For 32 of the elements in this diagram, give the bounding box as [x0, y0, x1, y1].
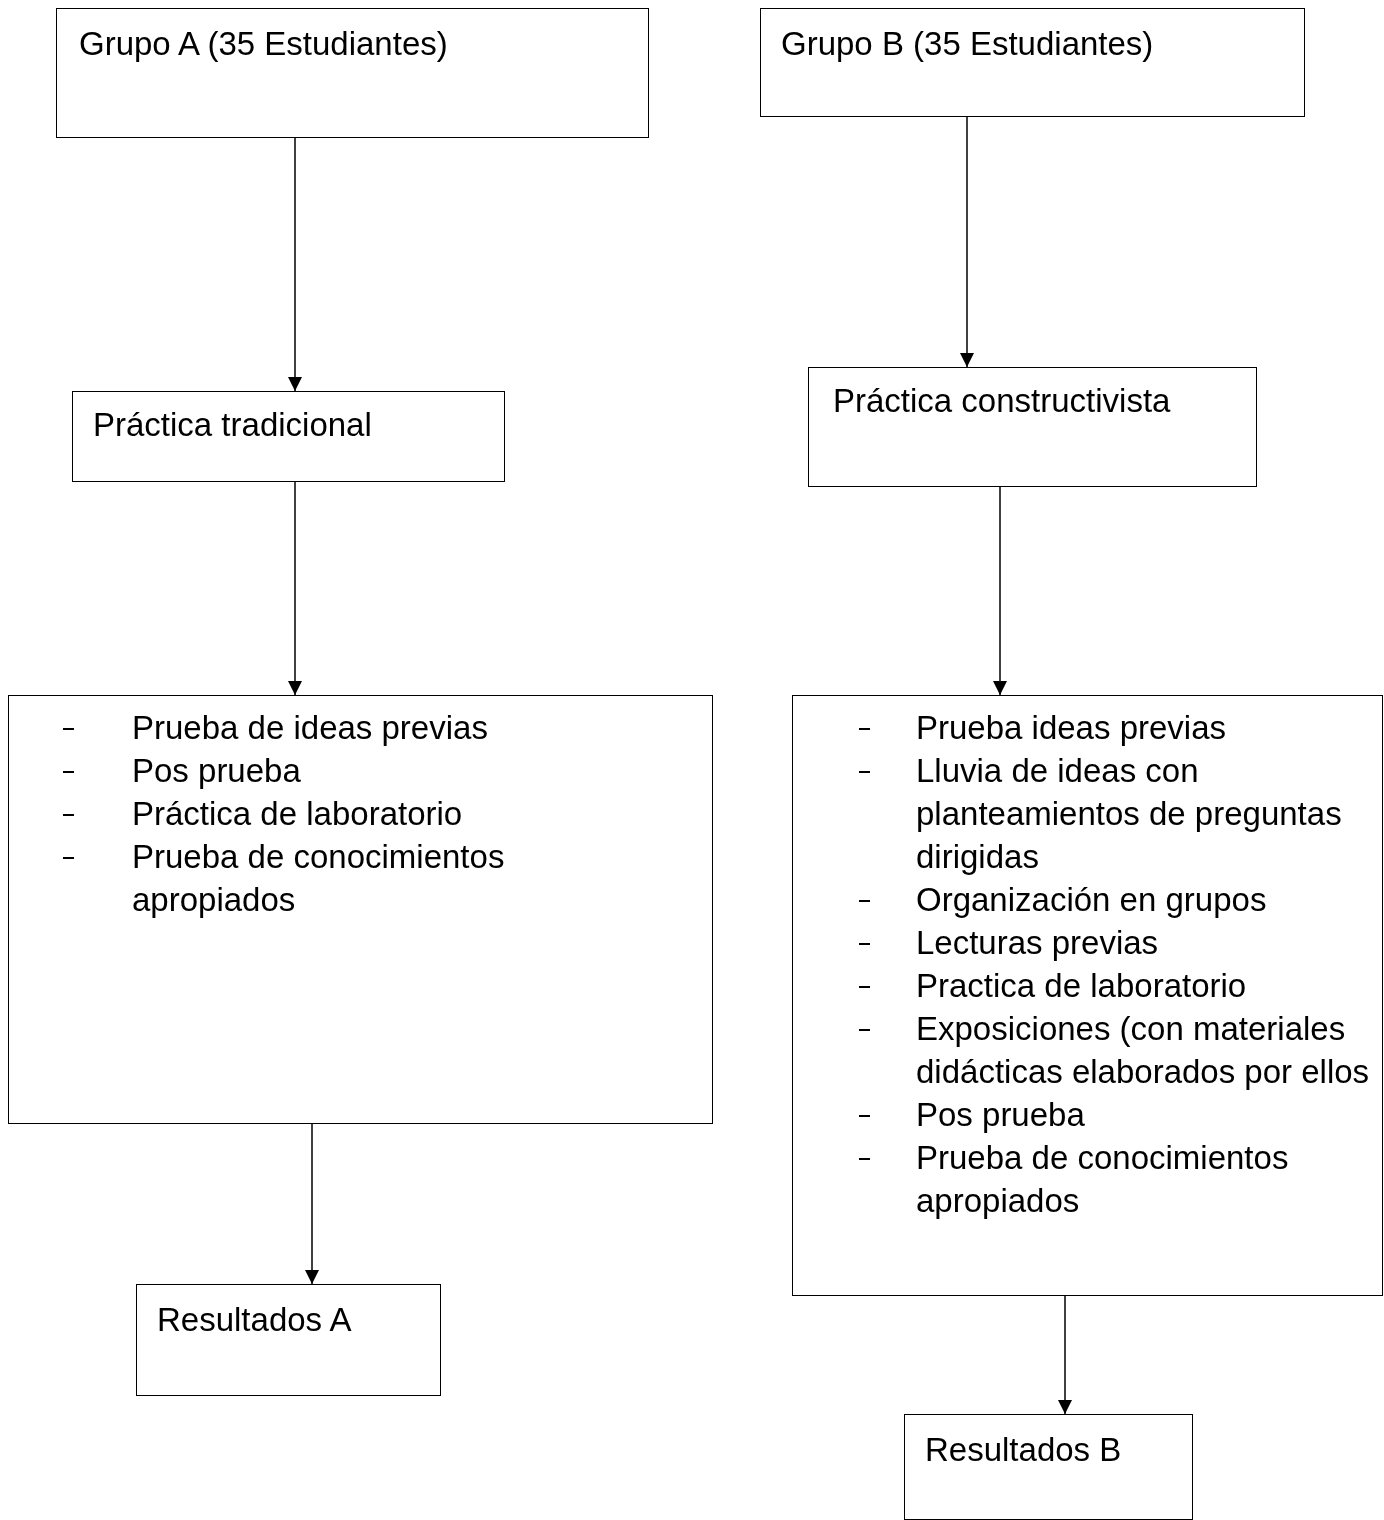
list-item: Pos prueba	[916, 1095, 1086, 1135]
list-item: Prueba de ideas previas	[132, 708, 489, 748]
process-box	[760, 8, 1305, 117]
box-label: Práctica constructivista	[833, 381, 1171, 421]
box-label: Grupo B (35 Estudiantes)	[781, 24, 1154, 64]
process-box	[56, 8, 649, 138]
list-item: Practica de laboratorio	[916, 966, 1248, 1006]
list-item: Lluvia de ideas con planteamientos de preguntas dirigidas	[916, 751, 1343, 877]
list-item: Exposiciones (con materiales didácticas elaborados por ellos	[916, 1009, 1371, 1092]
list-item: Práctica de laboratorio	[132, 794, 464, 834]
list-item: Prueba de conocimientos apropiados	[132, 837, 506, 920]
process-box	[136, 1284, 441, 1396]
list-box	[8, 695, 713, 1124]
process-box	[808, 367, 1257, 487]
arrow	[305, 1123, 319, 1285]
process-box	[72, 391, 505, 482]
list-item: Organización en grupos	[916, 880, 1268, 920]
arrow	[993, 486, 1007, 696]
arrow	[288, 137, 302, 392]
list-item: Prueba ideas previas	[916, 708, 1228, 748]
list-item: Lecturas previas	[916, 923, 1160, 963]
box-label: Práctica tradicional	[93, 405, 372, 445]
box-label: Grupo A (35 Estudiantes)	[79, 24, 448, 64]
arrow	[1058, 1295, 1072, 1415]
process-box	[904, 1414, 1193, 1520]
list-box	[792, 695, 1383, 1296]
list-item: Prueba de conocimientos apropiados	[916, 1138, 1290, 1221]
list-item: Pos prueba	[132, 751, 302, 791]
arrow	[960, 116, 974, 368]
arrow	[288, 481, 302, 696]
box-label: Resultados B	[925, 1430, 1122, 1470]
box-label: Resultados A	[157, 1300, 352, 1340]
